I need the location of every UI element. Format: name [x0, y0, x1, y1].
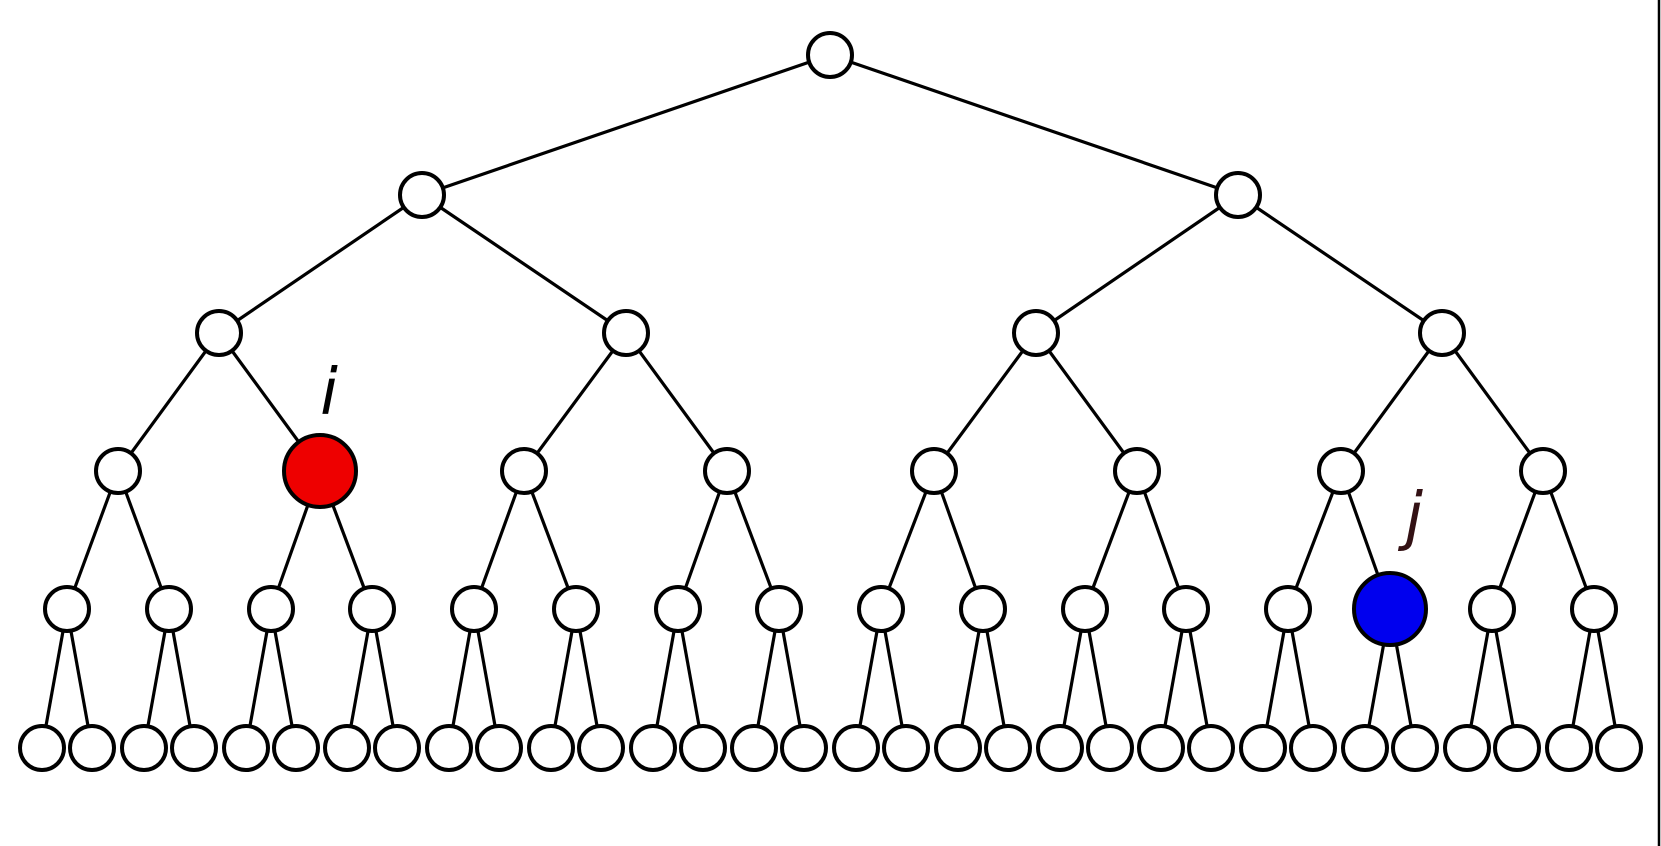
tree-node: [806, 31, 854, 79]
tree-node: [832, 724, 880, 772]
tree-edge: [1490, 470, 1545, 610]
tree-node: [934, 724, 982, 772]
tree-node: [1012, 309, 1060, 357]
tree-node: [373, 724, 421, 772]
tree-node: [755, 585, 803, 633]
tree-node: [552, 585, 600, 633]
tree-node: [1443, 724, 1491, 772]
tree-node: [94, 447, 142, 495]
tree-node: [654, 585, 702, 633]
node-j: [1352, 571, 1428, 647]
tree-edge: [932, 470, 985, 610]
tree-node: [1137, 724, 1185, 772]
tree-node: [398, 171, 446, 219]
tree-node: [1391, 724, 1439, 772]
tree-node: [1264, 585, 1312, 633]
tree-node: [1289, 724, 1337, 772]
tree-node: [1061, 585, 1109, 633]
tree-node: [1086, 724, 1134, 772]
tree-edge: [829, 53, 1239, 197]
tree-edge: [522, 332, 628, 472]
tree-edge: [1035, 193, 1239, 335]
tree-edge: [1083, 470, 1139, 610]
tree-node: [1187, 724, 1235, 772]
tree-node: [780, 724, 828, 772]
tree-node: [857, 585, 905, 633]
tree-node: [910, 447, 958, 495]
tree-node: [1214, 171, 1262, 219]
tree-node: [527, 724, 575, 772]
tree-edge: [1339, 332, 1444, 472]
tree-node: [703, 447, 751, 495]
tree-node: [18, 724, 66, 772]
tree-edge: [1286, 470, 1343, 610]
tree-node: [475, 724, 523, 772]
tree-node: [348, 585, 396, 633]
tree-node: [247, 585, 295, 633]
tree-node: [1162, 585, 1210, 633]
tree-node: [984, 724, 1032, 772]
tree-node: [1341, 724, 1389, 772]
tree-node: [679, 724, 727, 772]
tree-node: [1595, 724, 1643, 772]
tree-node: [1468, 585, 1516, 633]
tree-edge: [676, 470, 729, 610]
tree-node: [170, 724, 218, 772]
tree-edge: [932, 332, 1038, 472]
tree-node: [68, 724, 116, 772]
tree-edge: [116, 470, 171, 610]
tree-edge: [1034, 332, 1139, 472]
tree-node: [629, 724, 677, 772]
tree-node: [450, 585, 498, 633]
tree-node: [1493, 724, 1541, 772]
tree-edge: [65, 470, 120, 610]
tree-edge: [421, 53, 831, 197]
tree-edge: [522, 470, 578, 610]
tree-node: [222, 724, 270, 772]
tree-edge: [1440, 332, 1545, 472]
tree-node: [1570, 585, 1618, 633]
tree-edge: [725, 470, 781, 610]
tree-node: [1418, 309, 1466, 357]
tree-node: [730, 724, 778, 772]
tree-edge: [1135, 470, 1188, 610]
tree-node: [272, 724, 320, 772]
tree-node: [323, 724, 371, 772]
node-i: [282, 433, 358, 509]
label-j: j: [1397, 480, 1423, 554]
tree-node: [577, 724, 625, 772]
tree-edge: [1237, 193, 1443, 335]
tree-node: [425, 724, 473, 772]
tree-node: [500, 447, 548, 495]
tree-node: [1317, 447, 1365, 495]
tree-node: [145, 585, 193, 633]
tree-node: [1519, 447, 1567, 495]
tree-node: [120, 724, 168, 772]
tree-edge: [218, 193, 423, 335]
tree-edge: [116, 332, 221, 472]
tree-node: [602, 309, 650, 357]
tree-node: [1239, 724, 1287, 772]
tree-node: [195, 309, 243, 357]
tree-edge: [472, 470, 526, 610]
tree-edge: [879, 470, 936, 610]
tree-node: [882, 724, 930, 772]
tree-node: [1545, 724, 1593, 772]
tree-edge: [624, 332, 729, 472]
tree-node: [1113, 447, 1161, 495]
tree-node: [1036, 724, 1084, 772]
label-i: i: [320, 356, 338, 430]
tree-node: [959, 585, 1007, 633]
tree-edge: [1541, 470, 1596, 610]
tree-node: [43, 585, 91, 633]
tree-edge: [421, 193, 627, 335]
